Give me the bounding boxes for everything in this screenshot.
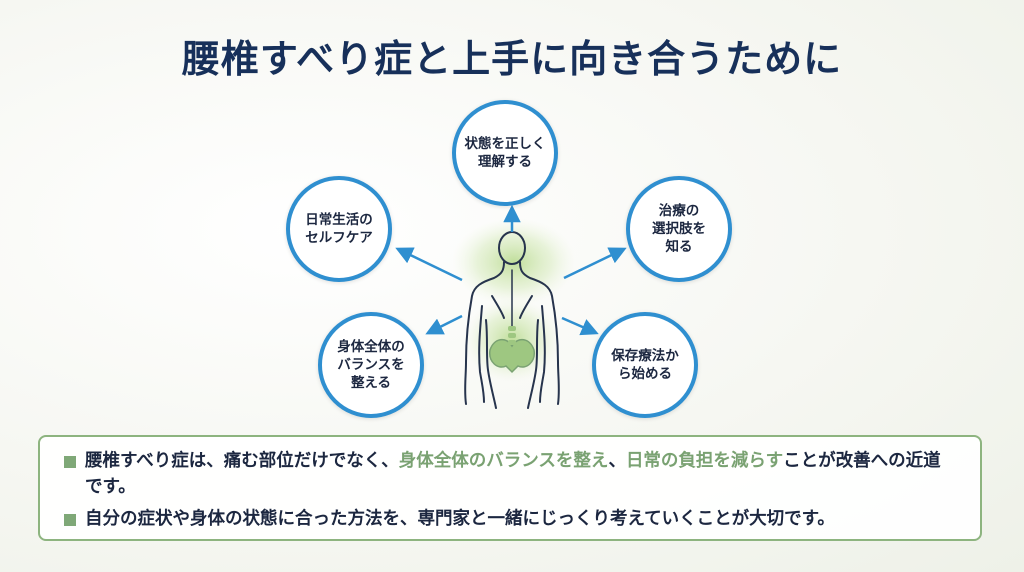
circle-daily-self-care-label: 日常生活の セルフケア — [305, 211, 373, 246]
circle-understand-condition: 状態を正しく 理解する — [452, 100, 558, 206]
circle-treatment-options-label: 治療の 選択肢を 知る — [652, 202, 706, 256]
circle-conservative-therapy-label: 保存療法か ら始める — [611, 347, 679, 382]
circle-treatment-options: 治療の 選択肢を 知る — [626, 176, 732, 282]
arrow-left-upper — [395, 247, 463, 282]
arrow-left-lower — [425, 314, 463, 335]
summary-bullet-1-text: 腰椎すべり症は、痛む部位だけでなく、身体全体のバランスを整え、日常の負担を減らす… — [85, 448, 958, 501]
summary-bullet-2: 自分の症状や身体の状態に合った方法を、専門家と一緒にじっくり考えていくことが大切… — [64, 506, 958, 532]
circle-body-balance-label: 身体全体の バランスを 整える — [337, 338, 405, 392]
circle-body-balance: 身体全体の バランスを 整える — [318, 312, 424, 418]
bullet-1-part-2: 、 — [608, 451, 626, 471]
bullet-1-part-3: ことが改善への近道です。 — [85, 451, 941, 498]
bullet-square-icon — [64, 456, 76, 468]
bullet-1-highlight-2: 日常の負担を減らす — [625, 451, 784, 471]
human-figure — [464, 231, 560, 409]
circle-conservative-therapy: 保存療法か ら始める — [592, 312, 698, 418]
arrow-right-lower — [561, 316, 599, 336]
bullet-1-part-1: 腰椎すべり症は、痛む部位だけでなく、 — [85, 451, 399, 471]
bullet-square-icon — [64, 513, 76, 526]
summary-bullet-2-text: 自分の症状や身体の状態に合った方法を、専門家と一緒にじっくり考えていくことが大切… — [85, 508, 835, 529]
page-title: 腰椎すべり症と上手に向き合うために — [181, 37, 843, 81]
arrow-right-upper — [563, 247, 627, 280]
bullet-1-highlight-1: 身体全体のバランスを整え — [398, 451, 609, 471]
circle-daily-self-care: 日常生活の セルフケア — [286, 176, 392, 282]
summary-bullet-1: 腰椎すべり症は、痛む部位だけでなく、身体全体のバランスを整え、日常の負担を減らす… — [64, 448, 958, 501]
circle-understand-condition-label: 状態を正しく 理解する — [464, 135, 546, 170]
summary-box: 腰椎すべり症は、痛む部位だけでなく、身体全体のバランスを整え、日常の負担を減らす… — [38, 435, 982, 541]
pelvis-icon — [489, 326, 535, 374]
